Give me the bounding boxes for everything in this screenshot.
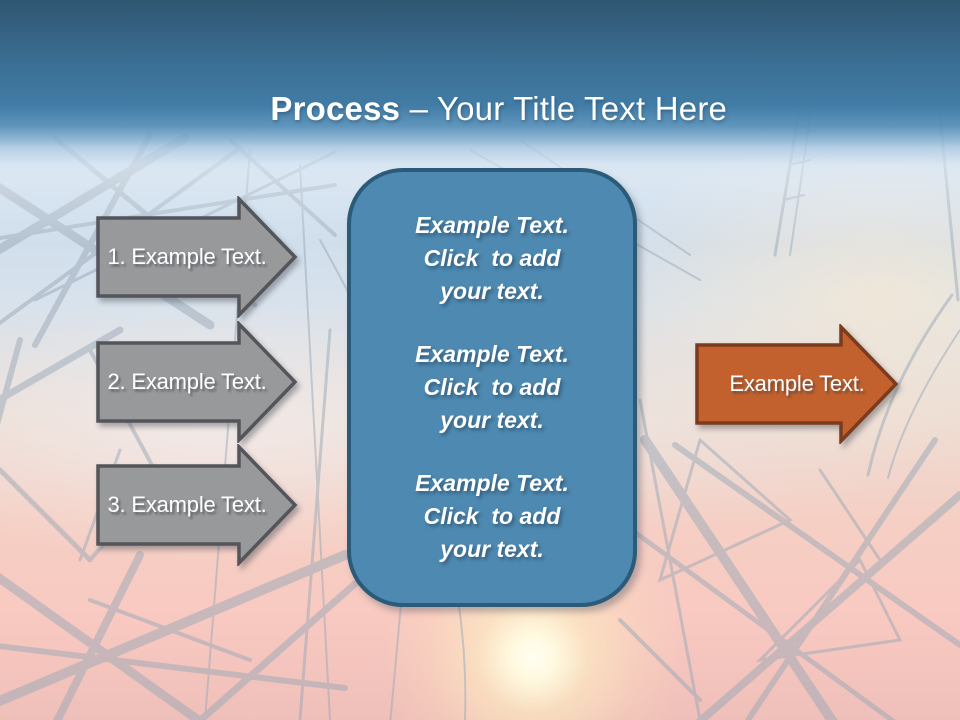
title-keyword: Process <box>270 90 401 127</box>
text-line: Example Text. <box>415 341 569 367</box>
text-line: Example Text. <box>415 470 569 496</box>
right-arrow-shape <box>96 321 298 443</box>
result-arrow-label: Example Text. <box>729 371 865 396</box>
text-line: your text. <box>440 536 544 562</box>
text-line: Click to add <box>423 374 561 400</box>
text-line: Example Text. <box>415 212 569 238</box>
text-line: your text. <box>440 278 544 304</box>
right-arrow-shape <box>96 196 298 318</box>
text-line: Click to add <box>423 503 561 529</box>
step-arrow-2[interactable]: 2. Example Text. <box>96 321 298 443</box>
title-text: – Your Title Text Here <box>400 90 728 127</box>
right-arrow-shape <box>96 444 298 566</box>
text-block-3[interactable]: Example Text. Click to add your text. <box>351 467 633 566</box>
text-line: Click to add <box>423 245 561 271</box>
result-arrow[interactable]: Example Text. <box>695 324 899 444</box>
slide-title[interactable]: Process – Your Title Text Here <box>0 52 960 166</box>
text-line: your text. <box>440 407 544 433</box>
text-block-1[interactable]: Example Text. Click to add your text. <box>351 209 633 308</box>
step-arrow-3-label: 3. Example Text. <box>107 492 267 517</box>
text-block-2[interactable]: Example Text. Click to add your text. <box>351 338 633 437</box>
step-arrow-1-label: 1. Example Text. <box>107 244 267 269</box>
step-arrow-1[interactable]: 1. Example Text. <box>96 196 298 318</box>
content-text-box[interactable]: Example Text. Click to add your text. Ex… <box>347 168 637 607</box>
step-arrow-2-label: 2. Example Text. <box>107 369 267 394</box>
right-arrow-shape <box>695 324 899 444</box>
step-arrow-3[interactable]: 3. Example Text. <box>96 444 298 566</box>
